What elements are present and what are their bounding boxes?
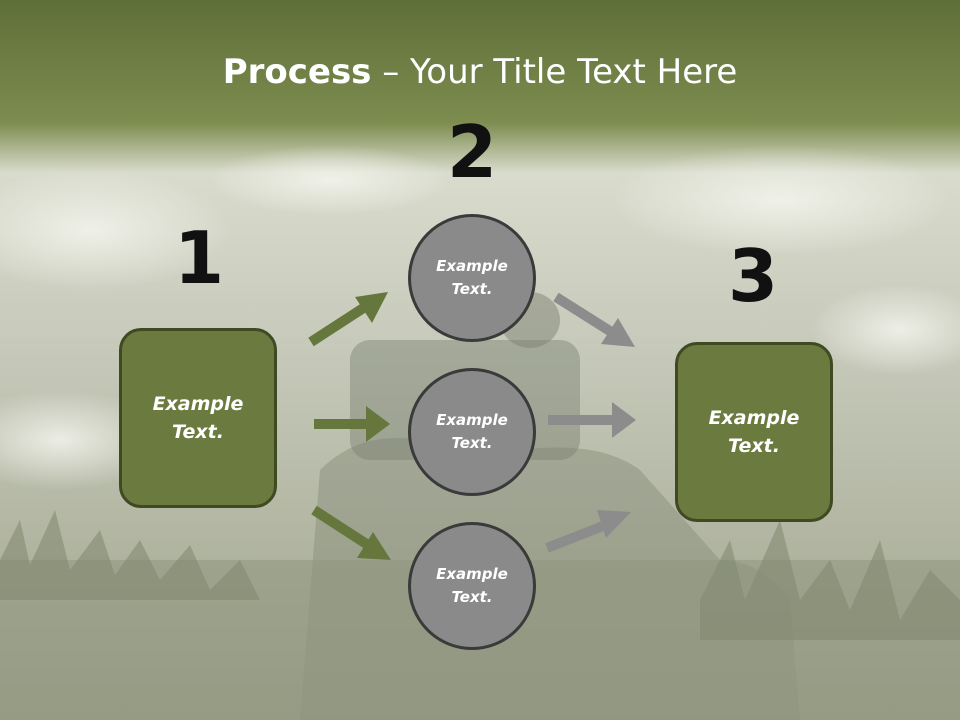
title-rest: – Your Title Text Here [371, 52, 738, 92]
process-circle-top: Example Text. [408, 214, 536, 342]
process-circle-bottom: Example Text. [408, 522, 536, 650]
arrow-gray-right [548, 402, 636, 438]
arrow-green-right [314, 406, 390, 442]
circle-text: Example Text. [436, 564, 508, 606]
arrow-green-down [311, 505, 391, 560]
left-box-text: Example Text. [152, 392, 244, 444]
step-number-2: 2 [446, 110, 498, 194]
step-box-right: Example Text. [675, 342, 833, 522]
arrow-green-up [308, 292, 388, 347]
circle-text: Example Text. [436, 410, 508, 452]
arrow-gray-up [545, 510, 631, 553]
right-box-text: Example Text. [708, 406, 800, 458]
title-bold: Process [222, 52, 372, 92]
step-box-left: Example Text. [119, 328, 277, 508]
step-number-1: 1 [173, 216, 225, 300]
arrow-gray-down [553, 292, 635, 347]
process-circle-middle: Example Text. [408, 368, 536, 496]
circle-text: Example Text. [436, 256, 508, 298]
slide-title: Process – Your Title Text Here [0, 52, 960, 92]
step-number-3: 3 [727, 234, 779, 318]
